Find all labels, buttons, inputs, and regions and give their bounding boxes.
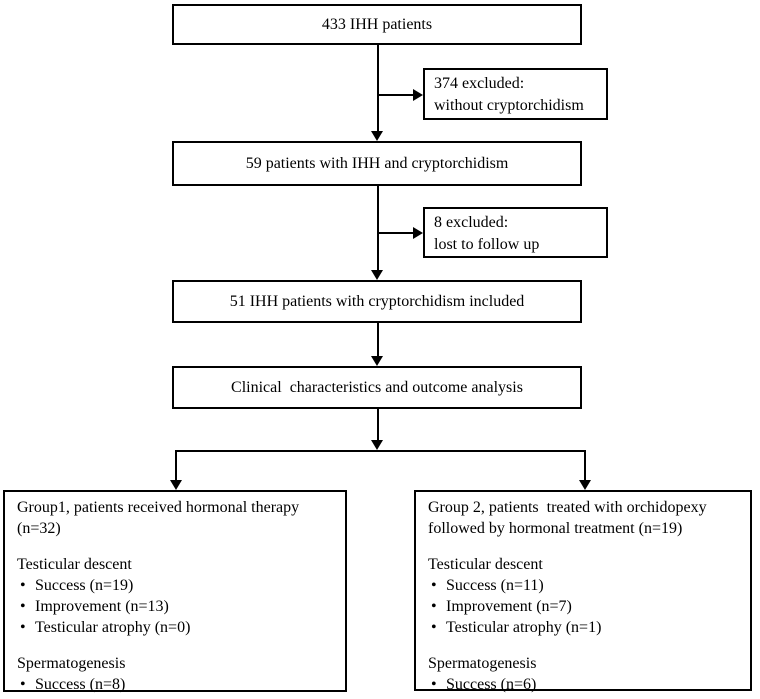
bullet-icon: • [431,598,437,615]
group2-sperm-item-1: Success (n=6) [446,676,537,693]
bullet-icon: • [431,577,437,594]
group1-sperm-item-1: Success (n=8) [35,676,126,693]
group1-descent-heading: Testicular descent [17,556,132,573]
list-item: • Testicular atrophy (n=1) [428,617,738,638]
bullet-icon: • [431,619,437,636]
box-included-patients: 51 IHH patients with cryptorchidism incl… [172,280,582,323]
box-total-patients: 433 IHH patients [172,4,582,45]
box-excluded-lost-followup: 8 excluded: lost to follow up [423,207,608,258]
group2-descent-heading: Testicular descent [428,556,543,573]
box-group1: Group1, patients received hormonal thera… [3,490,347,695]
arrow-down-icon [371,131,383,141]
arrow-down-icon [371,270,383,280]
connector-stem-4 [377,409,379,440]
group1-title-line2: (n=32) [17,520,61,537]
spacer [17,539,333,554]
connector-stem-1 [377,45,379,134]
box-excluded-no-cryptorchidism: 374 excluded: without cryptorchidism [423,68,608,120]
group1-descent-item-2: Improvement (n=13) [35,598,169,615]
group1-descent-item-1: Success (n=19) [35,577,134,594]
box-group2: Group 2, patients treated with orchidope… [414,490,752,693]
excluded-1-line2: without cryptorchidism [434,97,584,114]
box-ihh-cryptorchidism: 59 patients with IHH and cryptorchidism [172,141,582,186]
connector-branch-1 [377,94,413,96]
box-ihh-cryptorchidism-label: 59 patients with IHH and cryptorchidism [245,154,509,172]
list-item: • Success (n=19) [17,575,333,596]
spacer [428,638,738,653]
list-item: • Improvement (n=7) [428,596,738,617]
bullet-icon: • [20,598,26,615]
arrow-right-icon [413,227,423,239]
connector-branch-horizontal [175,450,586,452]
bullet-icon: • [20,619,26,636]
excluded-1-line1: 374 excluded: [434,75,525,92]
bullet-icon: • [20,676,26,693]
arrow-right-icon [413,89,423,101]
box-included-patients-label: 51 IHH patients with cryptorchidism incl… [229,292,525,310]
list-item: • Success (n=8) [17,674,333,695]
group2-descent-item-1: Success (n=11) [446,577,544,594]
arrow-down-icon [371,356,383,366]
list-item: • Improvement (n=13) [17,596,333,617]
excluded-2-line2: lost to follow up [434,236,540,253]
group2-descent-item-2: Improvement (n=7) [446,598,572,615]
box-total-patients-label: 433 IHH patients [321,15,433,33]
connector-drop-left [175,450,177,481]
list-item: • Success (n=6) [428,674,738,695]
arrow-down-icon [579,480,591,490]
group2-title-line2: followed by hormonal treatment (n=19) [428,520,683,537]
group2-descent-item-3: Testicular atrophy (n=1) [446,619,602,636]
excluded-2-line1: 8 excluded: [434,214,509,231]
bullet-icon: • [431,676,437,693]
list-item: • Success (n=11) [428,575,738,596]
connector-stem-3 [377,323,379,357]
connector-stem-2 [377,186,379,271]
group1-sperm-heading: Spermatogenesis [17,655,126,672]
group2-sperm-heading: Spermatogenesis [428,655,537,672]
arrow-down-icon [170,480,182,490]
box-outcome-analysis: Clinical characteristics and outcome ana… [172,366,582,409]
list-item: • Testicular atrophy (n=0) [17,617,333,638]
connector-branch-2 [377,232,413,234]
spacer [428,539,738,554]
group1-descent-item-3: Testicular atrophy (n=0) [35,619,191,636]
group2-title-line1: Group 2, patients treated with orchidope… [428,499,707,516]
group1-title-line1: Group1, patients received hormonal thera… [17,499,300,516]
box-outcome-analysis-label: Clinical characteristics and outcome ana… [231,378,523,396]
arrow-down-icon [371,440,383,450]
spacer [17,638,333,653]
bullet-icon: • [20,577,26,594]
connector-drop-right [584,450,586,481]
